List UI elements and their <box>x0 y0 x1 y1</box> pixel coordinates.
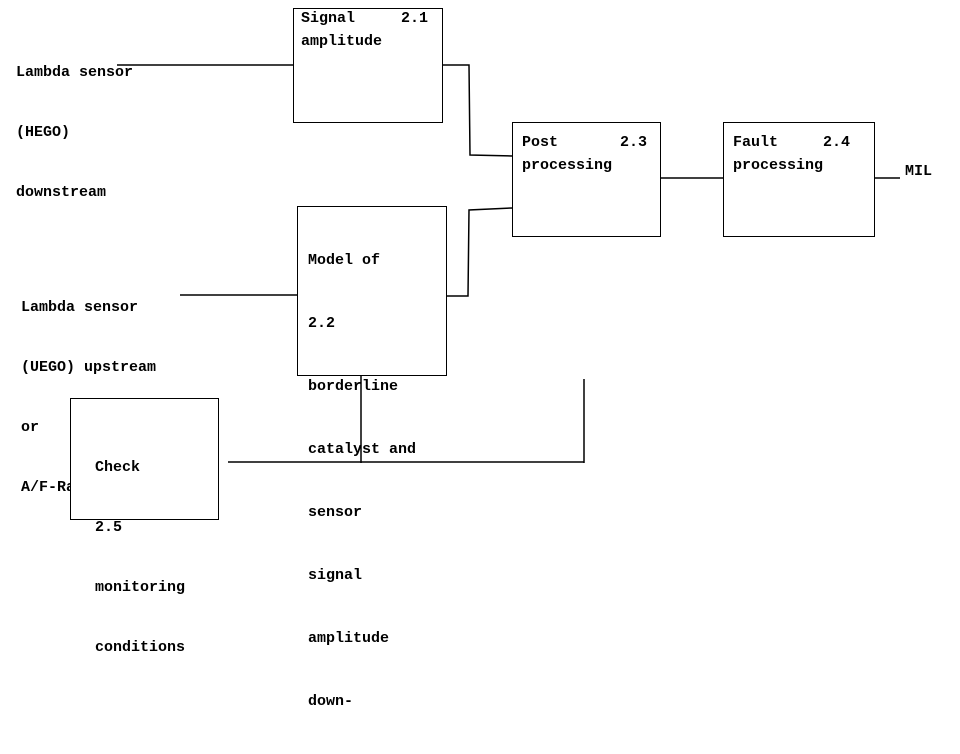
input-label-line: Lambda sensor <box>21 299 139 316</box>
block-line: Check <box>95 459 141 476</box>
block-line: down- <box>308 693 354 710</box>
input-label-line: (UEGO) upstream <box>21 359 157 376</box>
block-lines: Model of 2.2 borderline catalyst and sen… <box>308 208 416 754</box>
block-2-5-check-conditions: Check 2.5 monitoring conditions <box>70 398 219 656</box>
block-title: Post <box>522 134 559 151</box>
block-line: borderline <box>308 378 399 395</box>
block-line: amplitude <box>308 630 390 647</box>
input-label-line: (HEGO) <box>16 124 71 141</box>
input-label-line: downstream <box>16 184 107 201</box>
block-line: processing <box>733 157 824 174</box>
input-label-line: or <box>21 419 40 436</box>
block-line: processing <box>522 157 613 174</box>
block-number: 2.4 <box>823 134 851 151</box>
block-line: signal <box>308 567 363 584</box>
block-line: conditions <box>95 639 186 656</box>
input-label-hego: Lambda sensor (HEGO) downstream <box>16 23 133 223</box>
block-line: 2.2 <box>308 315 336 332</box>
block-2-1-signal-amplitude: Signal 2.1 amplitude <box>293 8 443 123</box>
block-line: sensor <box>308 504 363 521</box>
block-2-3-post-processing: Post 2.3 processing <box>512 122 661 237</box>
block-2-4-fault-processing: Fault 2.4 processing <box>723 122 875 237</box>
wire-2-2-to-2-3 <box>443 207 513 297</box>
block-2-2-model: Model of 2.2 borderline catalyst and sen… <box>297 206 447 710</box>
block-lines: Check 2.5 monitoring conditions <box>95 418 185 698</box>
block-line: catalyst and <box>308 441 417 458</box>
wire-2-1-to-2-3 <box>443 64 513 157</box>
input-label-line: Lambda sensor <box>16 64 134 81</box>
block-number: 2.1 <box>401 10 429 27</box>
block-title: Signal <box>301 10 356 27</box>
block-line: monitoring <box>95 579 186 596</box>
block-number: 2.3 <box>620 134 648 151</box>
block-line: Model of <box>308 252 381 269</box>
connection-lines <box>117 64 900 463</box>
block-title: Fault <box>733 134 779 151</box>
block-line: 2.5 <box>95 519 123 536</box>
output-label-mil: MIL <box>905 163 933 180</box>
block-line: amplitude <box>301 33 383 50</box>
